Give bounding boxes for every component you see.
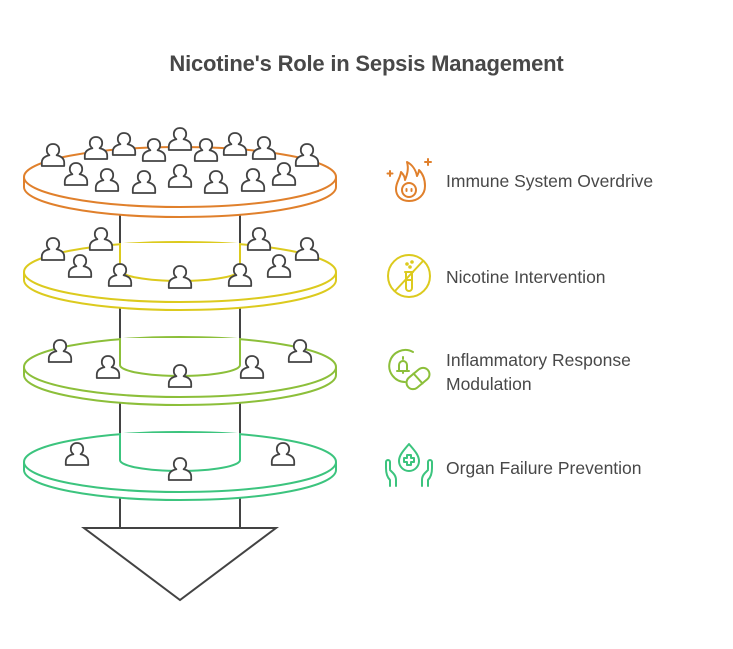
person-icon [251,136,277,160]
stage-2-disc [23,210,337,311]
person-icon [111,132,137,156]
person-icon [167,127,193,151]
person-icon [88,227,114,251]
stage-1-label: Immune System Overdrive [446,171,654,191]
person-icon [40,237,66,261]
stage-3-label-line-1: Inflammatory Response [446,350,631,370]
stage-1-disc [23,127,337,218]
down-arrow [81,527,279,602]
fire-face-icon [386,158,432,202]
person-icon [294,237,320,261]
stage-3-label: Inflammatory Response Modulation [446,348,631,396]
person-icon [83,136,109,160]
bell-pill-icon [388,349,431,391]
hands-drop-cross-icon [385,443,433,487]
stage-3-label-line-2: Modulation [446,374,532,394]
no-test-tube-icon [387,254,431,298]
stage-3-disc [23,310,337,406]
person-icon [294,143,320,167]
stage-4-disc [23,405,337,501]
stage-4-label: Organ Failure Prevention [446,458,642,478]
diagram-title: Nicotine's Role in Sepsis Management [169,51,564,76]
stage-2-label: Nicotine Intervention [446,267,606,287]
person-icon [40,143,66,167]
person-icon [246,227,272,251]
person-icon [222,132,248,156]
